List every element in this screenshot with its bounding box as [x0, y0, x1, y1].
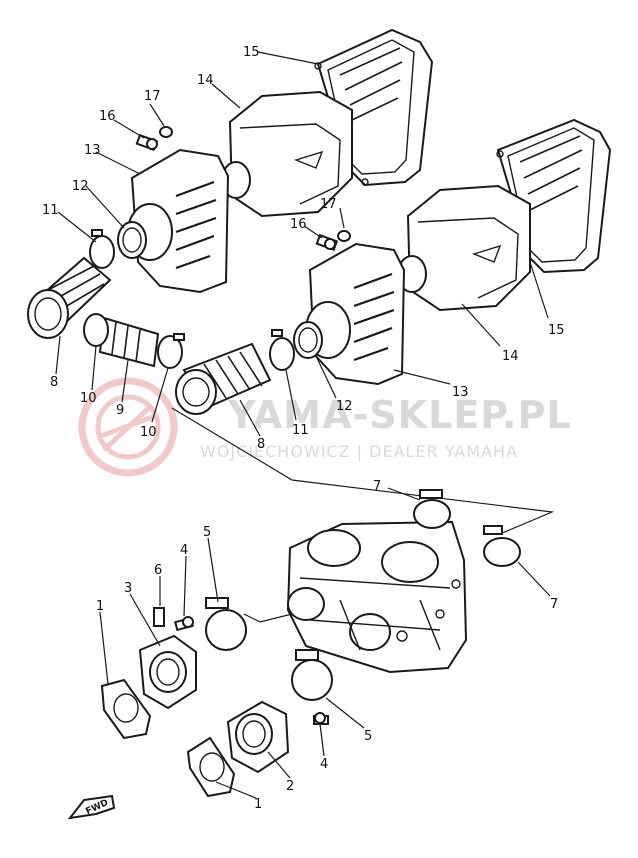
callout-15: 15	[243, 45, 260, 60]
watermark-logo	[78, 377, 178, 477]
gasket-1-lower	[186, 736, 236, 798]
hose-clamp-11-lower	[269, 329, 295, 371]
air-cleaner-case-upper	[221, 90, 353, 218]
callout-4: 4	[180, 543, 188, 558]
forward-arrow-icon	[67, 794, 116, 820]
carburetor-assembly	[286, 520, 468, 674]
callout-1: 1	[96, 599, 104, 614]
hose-clamp-12-lower	[293, 321, 323, 359]
hose-clamp-10-left	[83, 313, 109, 347]
callout-5: 5	[364, 729, 372, 744]
callout-16: 16	[290, 217, 307, 232]
carb-clamp-5-upper	[205, 597, 247, 651]
screw-4-lower	[313, 712, 329, 725]
washer-17-upper	[159, 126, 173, 138]
watermark-title: YAMA-SKLEP.PL	[227, 393, 572, 437]
air-cleaner-joint-lower	[305, 242, 406, 386]
callout-12: 12	[336, 399, 353, 414]
callout-4: 4	[320, 757, 328, 772]
callout-13: 13	[84, 143, 101, 158]
air-cleaner-case-lower	[397, 184, 531, 312]
callout-17: 17	[144, 89, 161, 104]
intake-hose-8-left	[27, 256, 112, 339]
callout-5: 5	[203, 525, 211, 540]
callout-2: 2	[286, 779, 294, 794]
callout-14: 14	[502, 349, 519, 364]
callout-8: 8	[257, 437, 265, 452]
pipe-6	[153, 607, 165, 627]
intake-hose-8-right	[175, 342, 272, 415]
assembly-guide-line	[243, 611, 301, 623]
carb-clamp-5-lower	[291, 649, 333, 701]
hose-clamp-10-right	[157, 333, 185, 369]
callout-3: 3	[124, 581, 132, 596]
callout-8: 8	[50, 375, 58, 390]
screw-4-upper	[174, 616, 194, 632]
carb-clamp-7-right	[483, 525, 521, 567]
leader-lines	[55, 51, 551, 799]
carb-clamp-7-upper	[413, 489, 451, 529]
callout-10: 10	[140, 425, 157, 440]
callout-10: 10	[80, 391, 97, 406]
carb-joint-2	[226, 700, 290, 774]
callout-12: 12	[72, 179, 89, 194]
callout-11: 11	[42, 203, 59, 218]
callout-7: 7	[373, 479, 381, 494]
gasket-1-upper	[100, 678, 152, 740]
callout-15: 15	[548, 323, 565, 338]
washer-17-lower	[337, 230, 351, 242]
carb-joint-3	[138, 634, 197, 710]
callout-13: 13	[452, 385, 469, 400]
forward-direction-marker: FWD	[67, 794, 116, 820]
callout-9: 9	[116, 403, 124, 418]
bolt-16-lower	[315, 233, 339, 252]
watermark-subtitle: WOJCIECHOWICZ | DEALER YAMAHA	[200, 442, 518, 461]
callout-1: 1	[254, 797, 262, 812]
callout-11: 11	[292, 423, 309, 438]
callout-14: 14	[197, 73, 214, 88]
callout-7: 7	[550, 597, 558, 612]
callout-labels: 15 14 17 16 13 12 11 17 16 15 14 13 12 1…	[42, 45, 565, 812]
callout-17: 17	[320, 197, 337, 212]
callout-6: 6	[154, 563, 162, 578]
air-cleaner-joint-upper	[127, 148, 230, 294]
callout-16: 16	[99, 109, 116, 124]
watermark: YAMA-SKLEP.PL WOJCIECHOWICZ | DEALER YAM…	[78, 377, 572, 477]
hose-clamp-12-upper	[117, 221, 147, 259]
joint-hose-9	[98, 316, 160, 368]
hose-clamp-11-upper	[89, 229, 115, 269]
bolt-16-upper	[135, 133, 159, 152]
